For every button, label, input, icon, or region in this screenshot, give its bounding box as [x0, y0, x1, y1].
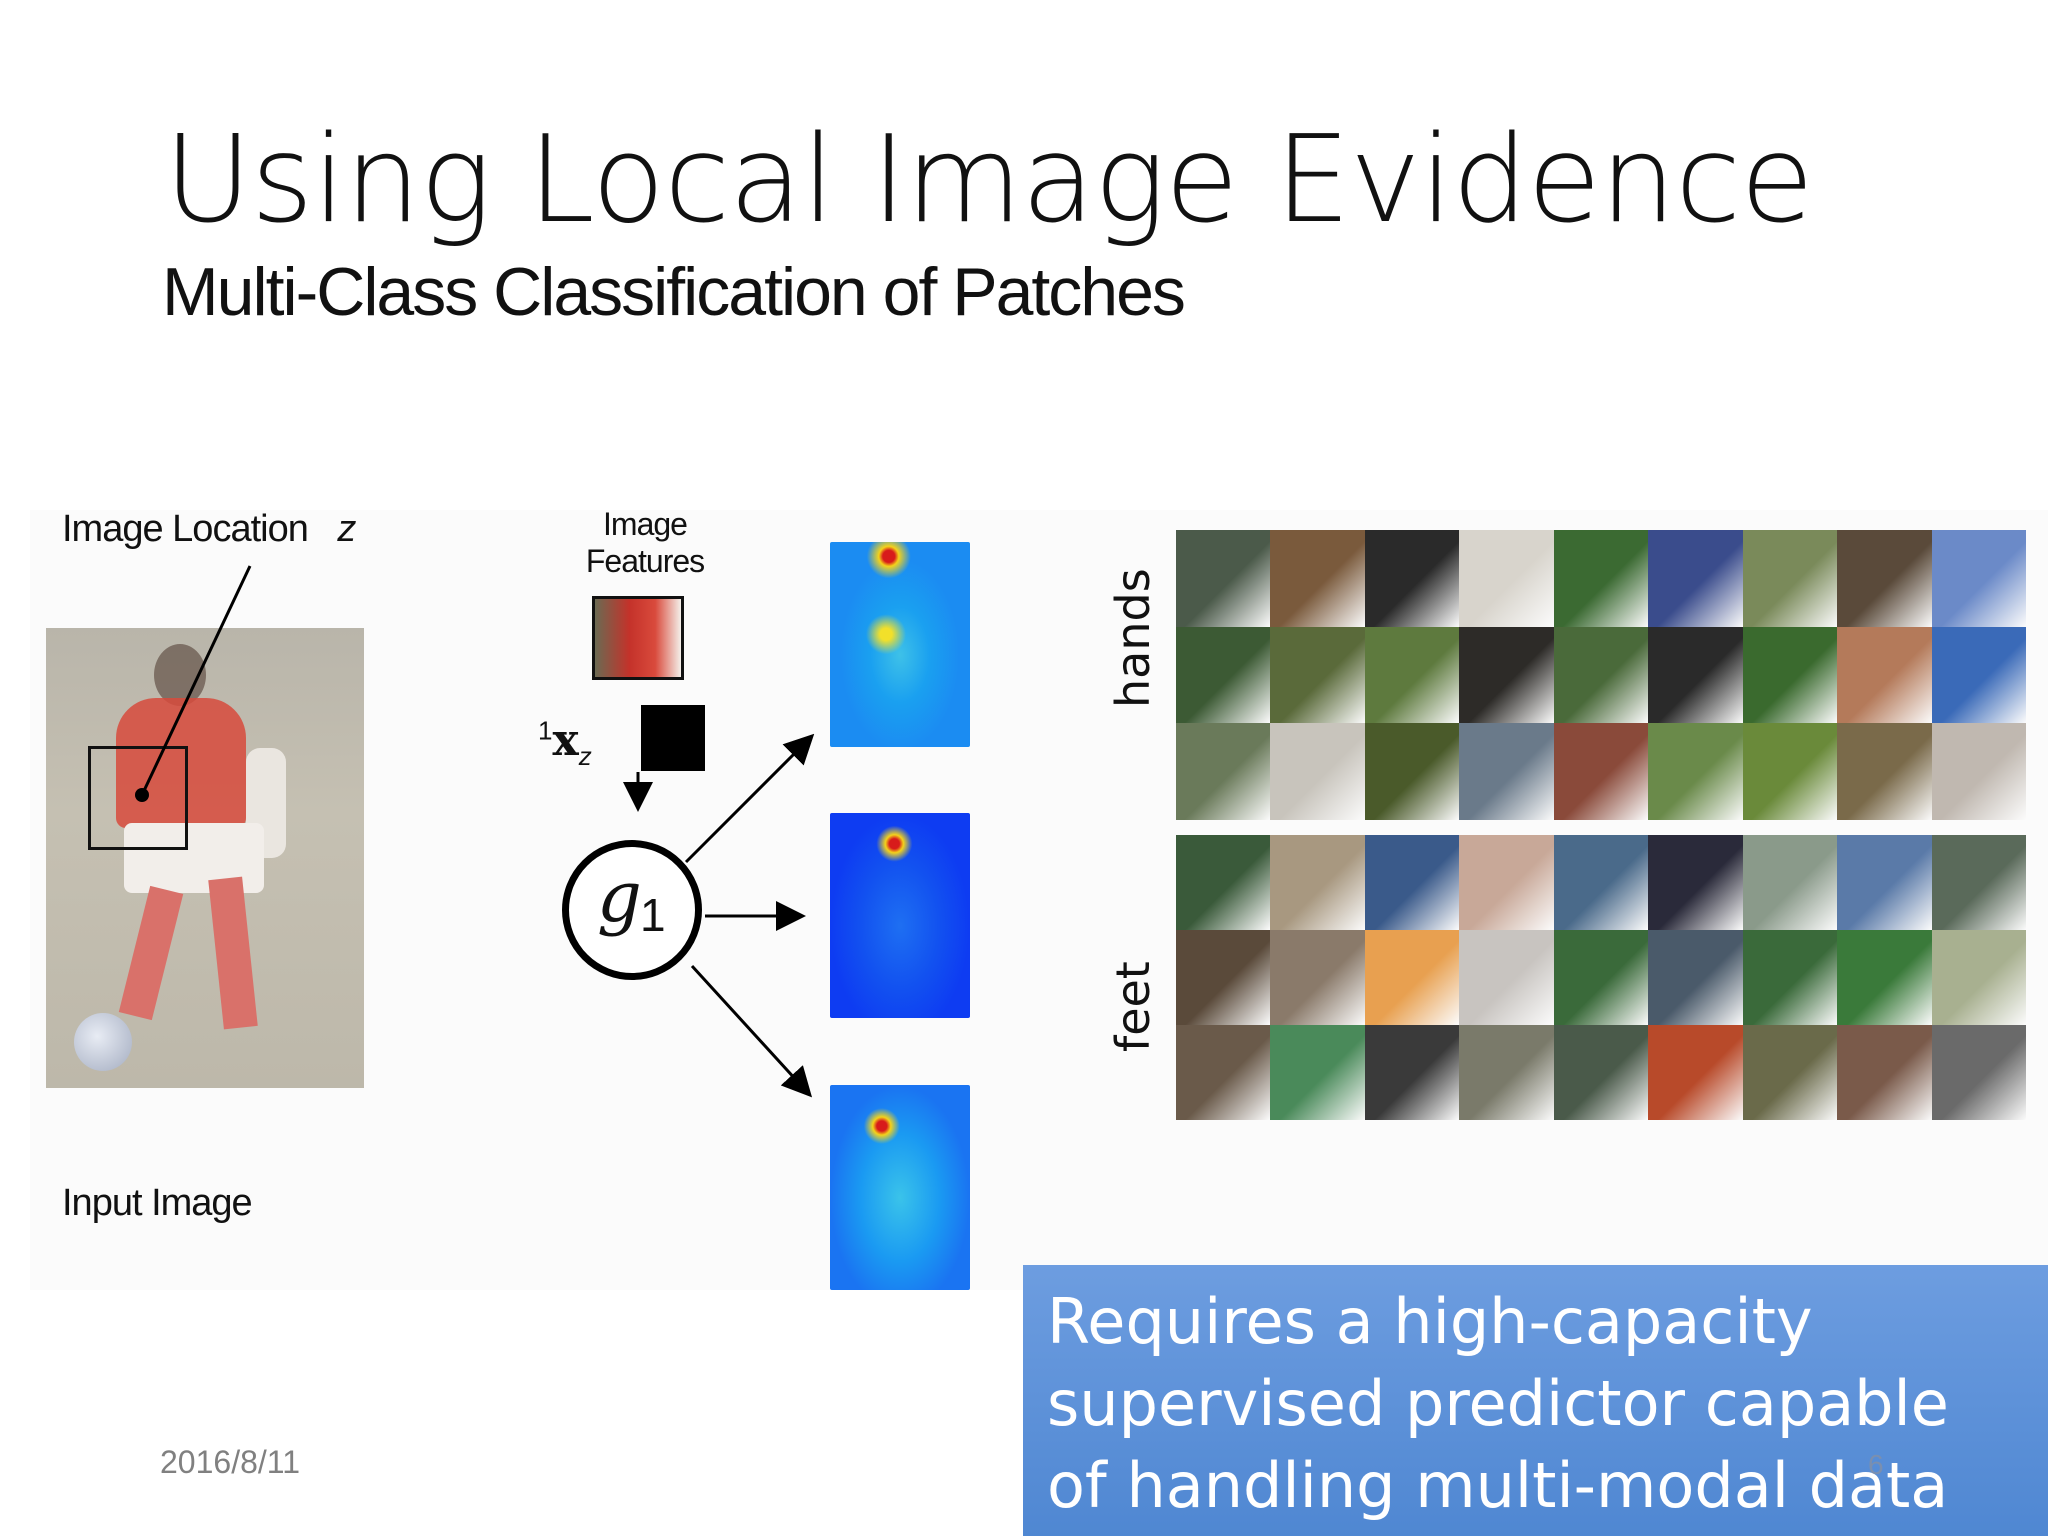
foot-patch [1176, 930, 1271, 1025]
foot-patch [1176, 1025, 1271, 1120]
foot-patch [1742, 1025, 1838, 1120]
foot-patch [1931, 1025, 2026, 1120]
foot-patch [1553, 835, 1649, 930]
footer-date: 2016/8/11 [160, 1444, 300, 1480]
foot-patch [1270, 835, 1365, 930]
hand-patch [1176, 723, 1271, 820]
foot-patch [1553, 1025, 1649, 1120]
hand-patch [1176, 530, 1271, 627]
hand-patch [1931, 530, 2026, 627]
feature-vector-box [641, 705, 705, 771]
hand-patch [1270, 626, 1365, 724]
image-features-patch [592, 596, 684, 680]
slide-title: Using Local Image Evidence [164, 111, 1814, 250]
hand-patch [1648, 530, 1743, 627]
foot-patch [1648, 930, 1743, 1025]
foot-patch [1364, 1025, 1460, 1120]
classifier-subscript: 1 [640, 889, 666, 941]
heatmap-3 [830, 1085, 970, 1290]
foot-patch [1270, 930, 1365, 1025]
hand-patch [1742, 626, 1838, 724]
hand-patch [1364, 530, 1460, 627]
hand-patch [1742, 530, 1838, 627]
callout-text: Requires a high-capacity supervised pred… [1047, 1285, 1949, 1522]
foot-patch [1648, 835, 1743, 930]
input-image-label: Input Image [62, 1182, 253, 1224]
foot-patch [1364, 930, 1460, 1025]
heatmap-2 [830, 813, 970, 1018]
foot-patch [1459, 930, 1554, 1025]
foot-patch [1648, 1025, 1743, 1120]
foot-patch [1176, 835, 1271, 930]
feature-vector-label: 1xz [538, 715, 592, 771]
footer-page-number: 6 [1868, 1449, 1884, 1480]
foot-patch [1837, 835, 1932, 930]
feet-label: feet [1106, 961, 1160, 1052]
classifier-symbol: g [597, 856, 642, 938]
foot-patch [1459, 835, 1554, 930]
arrow-g-to-heatmap-3 [690, 964, 813, 1098]
image-location-label: Image Location z [62, 508, 356, 550]
hand-patch [1270, 530, 1365, 627]
hand-patch [1553, 530, 1649, 627]
foot-patch [1459, 1025, 1554, 1120]
image-location-variable: z [337, 508, 356, 550]
hand-patch [1553, 626, 1649, 724]
hand-patch [1931, 626, 2026, 724]
foot-patch [1931, 835, 2026, 930]
patch-box [88, 746, 188, 850]
hand-patch [1837, 723, 1932, 820]
hand-patch [1648, 626, 1743, 724]
foot-patch [1553, 930, 1649, 1025]
hand-patch [1176, 626, 1271, 724]
arrow-g-to-heatmap-1 [684, 733, 815, 864]
location-pointer-line [140, 565, 252, 796]
foot-patch [1270, 1025, 1365, 1120]
classifier-node [562, 840, 702, 980]
heatmap-1 [830, 542, 970, 747]
feet-patch-grid [1176, 835, 2026, 1120]
hand-patch [1364, 626, 1460, 724]
foot-patch [1742, 835, 1838, 930]
foot-patch [1742, 930, 1838, 1025]
hand-patch [1459, 723, 1554, 820]
foot-patch [1364, 835, 1460, 930]
foot-patch [1837, 930, 1932, 1025]
hand-patch [1459, 530, 1554, 627]
hand-patch [1364, 723, 1460, 820]
location-dot [135, 788, 149, 802]
hand-patch [1648, 723, 1743, 820]
hand-patch [1837, 626, 1932, 724]
input-image [46, 628, 364, 1088]
foot-patch [1931, 930, 2026, 1025]
hands-label: hands [1106, 568, 1160, 708]
slide-subtitle: Multi-Class Classification of Patches [162, 254, 1186, 330]
hand-patch [1270, 723, 1365, 820]
callout-box: Requires a high-capacity supervised pred… [1023, 1265, 2048, 1536]
hand-patch [1742, 723, 1838, 820]
hand-patch [1837, 530, 1932, 627]
hand-patch [1931, 723, 2026, 820]
hands-patch-grid [1176, 530, 2026, 820]
hand-patch [1553, 723, 1649, 820]
foot-patch [1837, 1025, 1932, 1120]
image-features-label: Image Features [585, 506, 705, 579]
hand-patch [1459, 626, 1554, 724]
